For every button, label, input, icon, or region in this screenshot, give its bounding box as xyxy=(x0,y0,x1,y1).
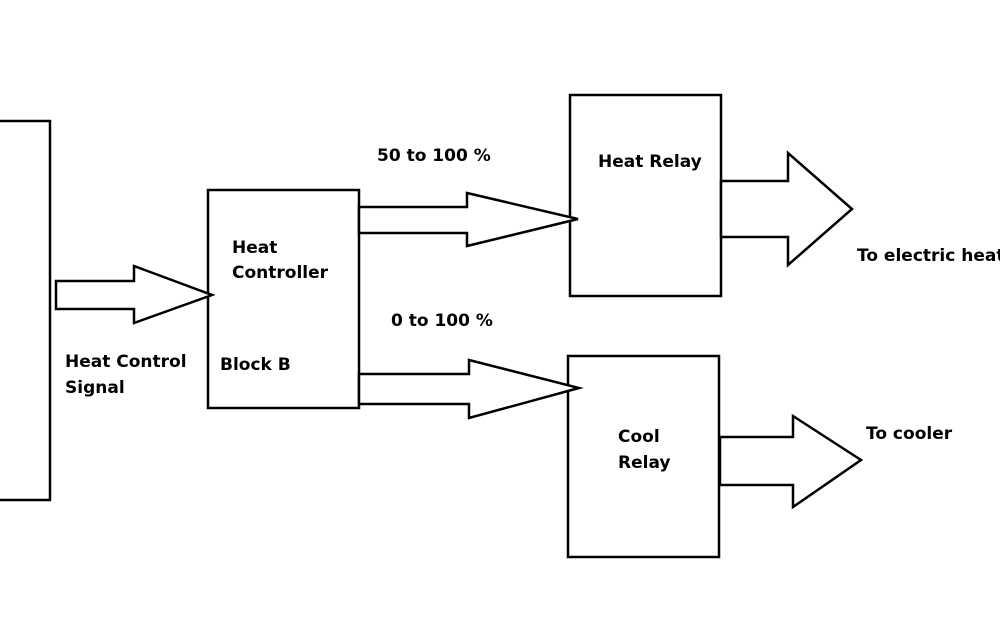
cooler-output-label: To cooler xyxy=(866,424,953,444)
cooler-output-arrow xyxy=(718,413,864,510)
cool-range-arrow xyxy=(357,358,584,420)
heat-range-label: 50 to 100 % xyxy=(377,146,491,166)
heat-controller-label-line1: Heat xyxy=(232,238,277,258)
heat-controller-block xyxy=(206,188,361,410)
heater-output-label: To electric heater xyxy=(857,246,1000,266)
heater-output-arrow xyxy=(719,150,854,268)
heat-controller-label-line2: Controller xyxy=(232,263,329,283)
heat-relay-block xyxy=(568,93,723,298)
heat-relay-label: Heat Relay xyxy=(598,152,702,172)
input-signal-label-line2: Signal xyxy=(65,378,125,398)
input-signal-label-line1: Heat Control xyxy=(65,352,187,372)
heat-range-arrow xyxy=(357,191,579,248)
input-signal-arrow xyxy=(54,264,216,325)
cool-range-label: 0 to 100 % xyxy=(391,311,493,331)
cool-relay-label-line1: Cool xyxy=(618,427,660,447)
cool-relay-label-line2: Relay xyxy=(618,453,670,473)
block-b-label: Block B xyxy=(220,355,291,375)
cool-relay-block xyxy=(566,354,721,559)
source-block xyxy=(0,119,52,502)
